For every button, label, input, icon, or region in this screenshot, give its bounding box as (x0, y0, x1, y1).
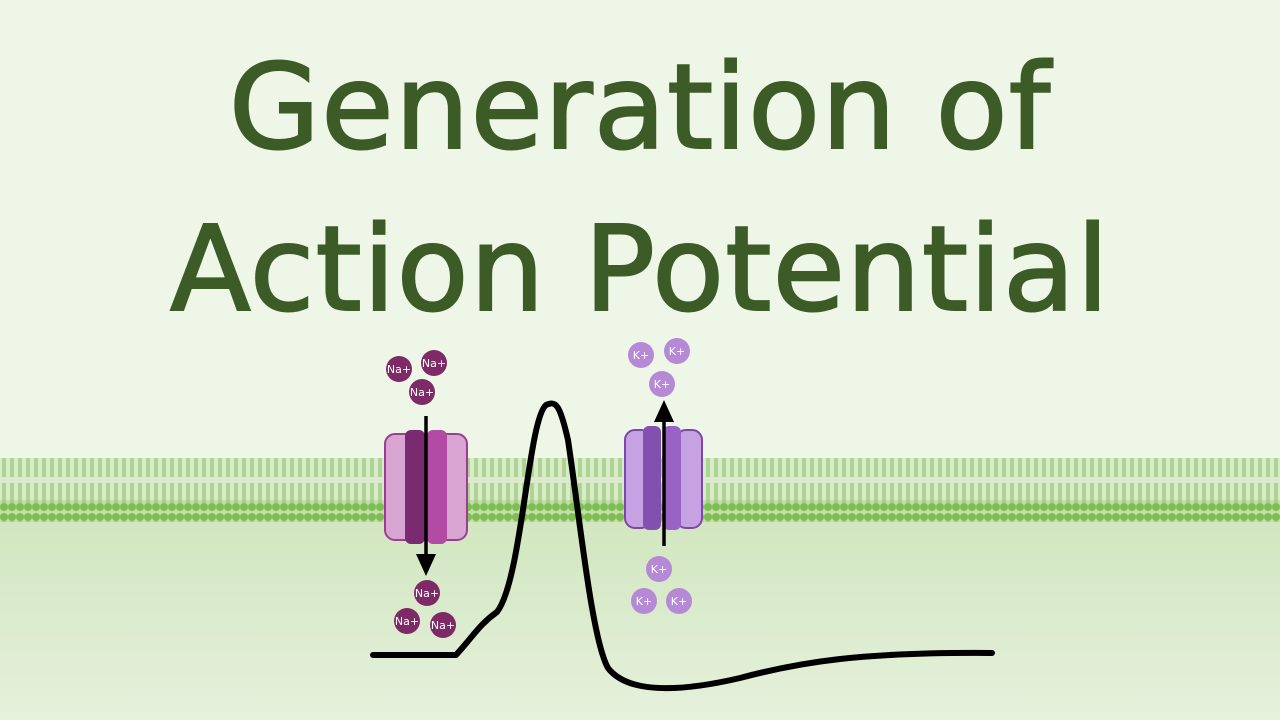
svg-text:K+: K+ (633, 349, 649, 362)
potassium-ion: K+ (649, 371, 675, 397)
svg-text:Na+: Na+ (387, 363, 411, 376)
svg-text:K+: K+ (671, 595, 687, 608)
svg-text:Na+: Na+ (431, 619, 455, 632)
title-line-2: Action Potential (169, 200, 1110, 338)
sodium-ion: Na+ (394, 608, 420, 634)
svg-text:Na+: Na+ (415, 587, 439, 600)
action-potential-trace (370, 400, 995, 692)
svg-text:K+: K+ (651, 563, 667, 576)
svg-text:K+: K+ (654, 378, 670, 391)
sodium-channel (384, 430, 468, 544)
potassium-ion: K+ (646, 556, 672, 582)
potassium-channel (624, 426, 703, 530)
sodium-ion: Na+ (409, 379, 435, 405)
potassium-ion: K+ (628, 342, 654, 368)
sodium-ion: Na+ (430, 612, 456, 638)
svg-text:K+: K+ (636, 595, 652, 608)
potassium-ion: K+ (664, 338, 690, 364)
title-line-1: Generation of (228, 38, 1052, 176)
svg-text:Na+: Na+ (395, 615, 419, 628)
svg-text:Na+: Na+ (422, 357, 446, 370)
sodium-ion: Na+ (386, 356, 412, 382)
svg-text:K+: K+ (669, 345, 685, 358)
sodium-influx-arrow (416, 416, 436, 576)
sodium-ion: Na+ (421, 350, 447, 376)
potassium-ion: K+ (666, 588, 692, 614)
potassium-ion: K+ (631, 588, 657, 614)
sodium-ion: Na+ (414, 580, 440, 606)
potassium-efflux-arrow (654, 400, 674, 546)
svg-text:Na+: Na+ (410, 386, 434, 399)
